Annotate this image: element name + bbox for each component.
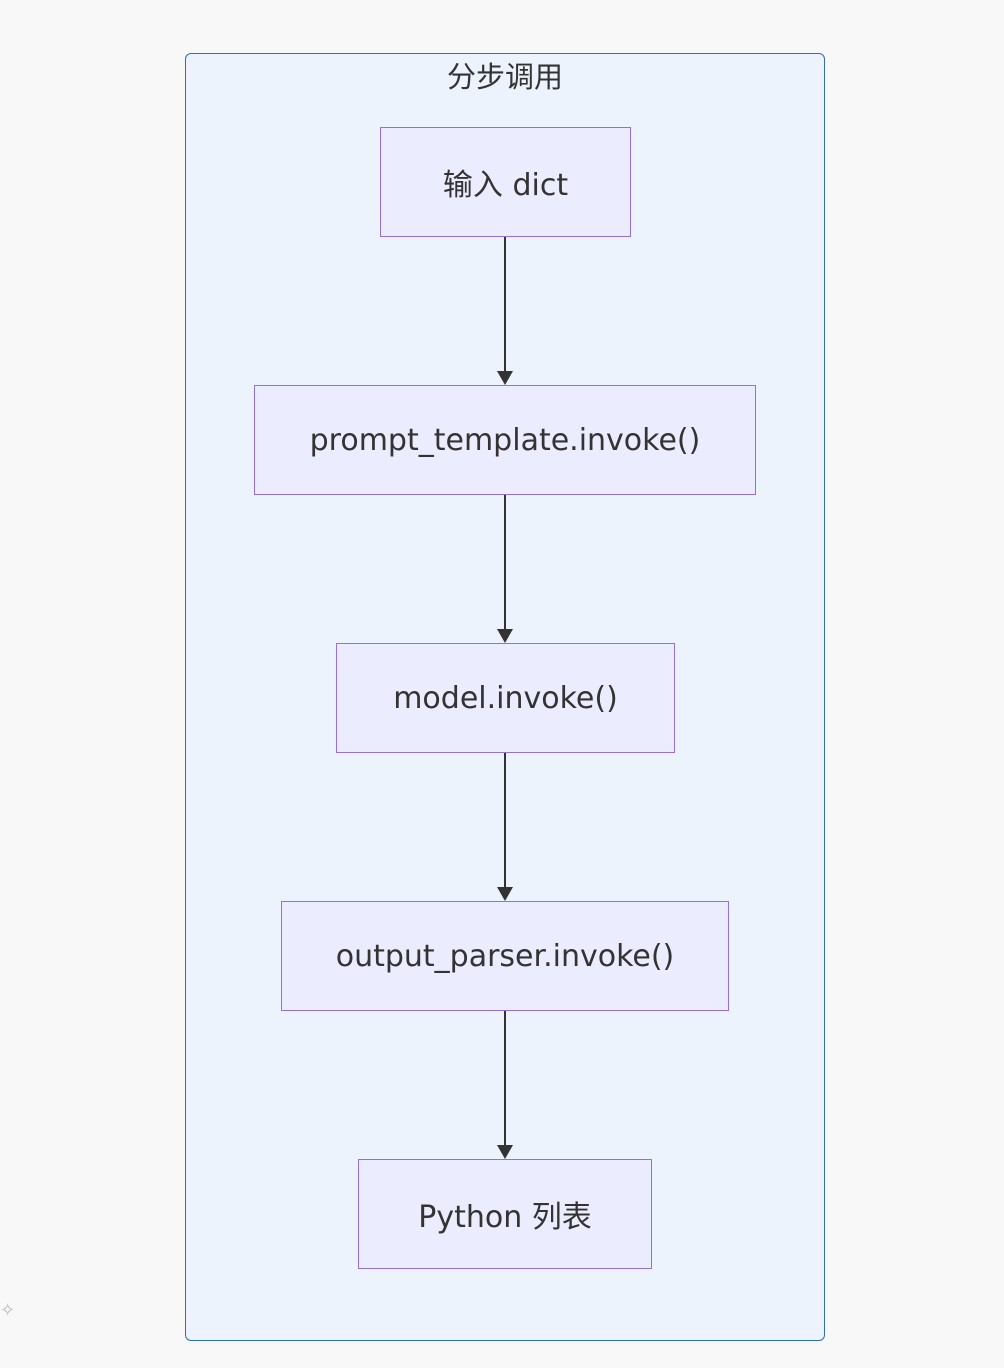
node-label: output_parser.invoke(): [335, 938, 675, 974]
node-model-invoke[interactable]: model.invoke(): [336, 643, 675, 753]
node-input-dict[interactable]: 输入 dict: [380, 127, 631, 237]
node-python-list[interactable]: Python 列表: [358, 1159, 652, 1269]
node-label: Python 列表: [418, 1200, 592, 1235]
node-label: model.invoke(): [393, 680, 618, 716]
zoom-handle-icon[interactable]: ✧: [0, 1300, 16, 1321]
node-prompt-template-invoke[interactable]: prompt_template.invoke(): [254, 385, 756, 495]
node-output-parser-invoke[interactable]: output_parser.invoke(): [281, 901, 729, 1011]
subgraph-title: 分步调用: [446, 60, 563, 94]
node-label: 输入 dict: [442, 168, 569, 203]
node-label: prompt_template.invoke(): [309, 422, 701, 458]
